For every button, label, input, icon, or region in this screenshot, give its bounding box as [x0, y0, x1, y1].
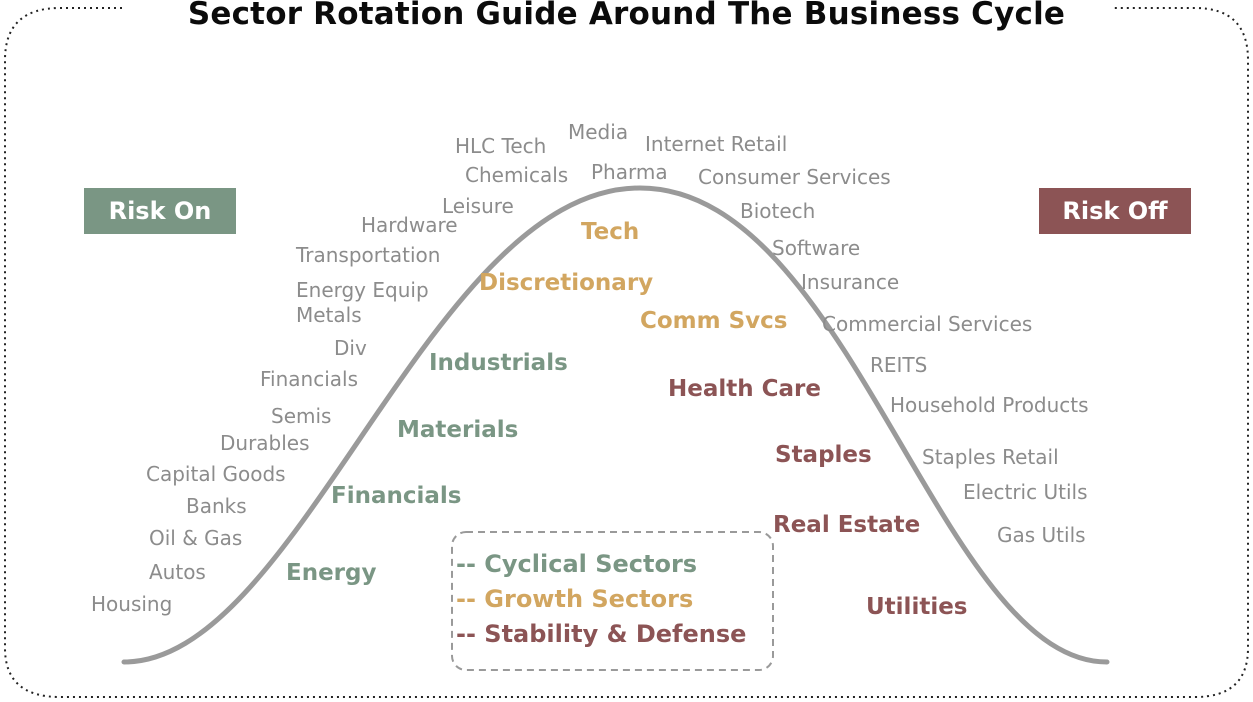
subindustry-housing: Housing — [91, 592, 173, 616]
legend-stability: -- Stability & Defense — [456, 620, 747, 648]
subindustry-pharma: Pharma — [591, 160, 668, 184]
sector-financials: Financials — [331, 483, 462, 509]
subindustry-hlc-tech: HLC Tech — [455, 134, 547, 158]
subindustry-media: Media — [568, 120, 629, 144]
risk-on-badge: Risk On — [84, 188, 236, 234]
subindustry-div: Div — [334, 336, 367, 360]
subindustry-transportation: Transportation — [296, 243, 441, 267]
subindustry-insurance: Insurance — [801, 270, 900, 294]
subindustry-reits: REITS — [870, 353, 928, 377]
subindustry-software: Software — [772, 236, 861, 260]
subindustry-autos: Autos — [149, 560, 206, 584]
subindustry-hardware: Hardware — [361, 213, 458, 237]
subindustry-household-products: Household Products — [890, 393, 1089, 417]
sector-discretionary: Discretionary — [479, 270, 654, 296]
page-title: Sector Rotation Guide Around The Busines… — [187, 0, 1066, 32]
subindustry-metals: Metals — [296, 303, 362, 327]
outer-dotted-border — [4, 7, 1249, 698]
subindustry-banks: Banks — [186, 494, 247, 518]
sector-energy: Energy — [286, 560, 377, 586]
subindustry-commercial-services: Commercial Services — [822, 312, 1033, 336]
subindustry-consumer-services: Consumer Services — [698, 165, 891, 189]
subindustry-staples-retail: Staples Retail — [922, 445, 1059, 469]
subindustry-oil-gas: Oil & Gas — [149, 526, 243, 550]
subindustry-durables: Durables — [220, 431, 310, 455]
legend-cyclical: -- Cyclical Sectors — [456, 550, 698, 578]
sector-real-estate: Real Estate — [773, 512, 921, 538]
business-cycle-curve — [121, 185, 1110, 665]
sector-utilities: Utilities — [866, 594, 968, 620]
legend-box — [451, 531, 774, 671]
sector-staples: Staples — [775, 442, 872, 468]
subindustry-biotech: Biotech — [740, 199, 816, 223]
subindustry-leisure: Leisure — [442, 194, 514, 218]
subindustry-chemicals: Chemicals — [465, 163, 569, 187]
sector-materials: Materials — [397, 417, 519, 443]
subindustry-energy-equip: Energy Equip — [296, 278, 429, 302]
subindustry-gas-utils: Gas Utils — [997, 523, 1086, 547]
subindustry-internet-retail: Internet Retail — [645, 132, 788, 156]
sector-health-care: Health Care — [668, 376, 821, 402]
subindustry-capital-goods: Capital Goods — [146, 462, 286, 486]
sector-comm-svcs: Comm Svcs — [640, 308, 788, 334]
subindustry-financials: Financials — [260, 367, 358, 391]
sector-tech: Tech — [581, 219, 640, 245]
legend-growth: -- Growth Sectors — [456, 585, 694, 613]
subindustry-electric-utils: Electric Utils — [963, 480, 1088, 504]
sector-industrials: Industrials — [429, 350, 568, 376]
subindustry-semis: Semis — [271, 404, 332, 428]
risk-off-badge: Risk Off — [1039, 188, 1191, 234]
